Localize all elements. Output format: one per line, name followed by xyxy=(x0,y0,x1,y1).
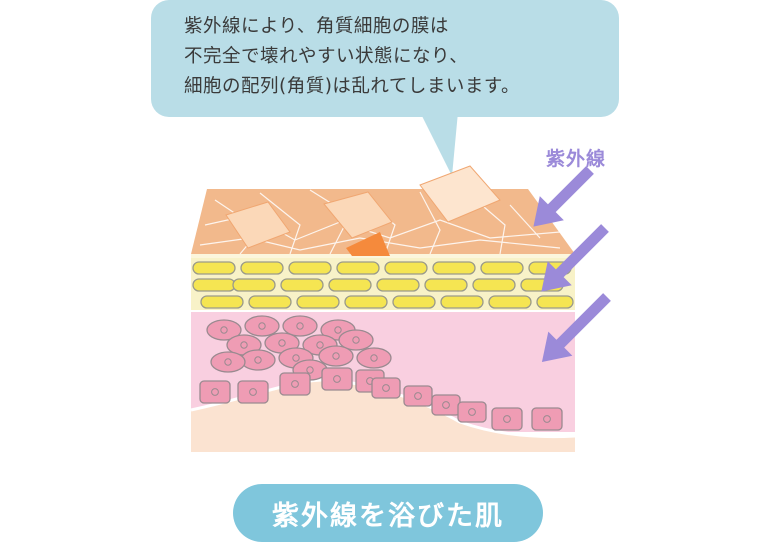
fat-cell xyxy=(344,295,388,309)
fat-cell xyxy=(376,278,420,292)
cell-nucleus xyxy=(543,415,551,423)
fat-cell xyxy=(192,278,236,292)
fat-cell xyxy=(424,278,468,292)
bubble-line-1: 紫外線により、角質細胞の膜は xyxy=(184,16,449,37)
cell-nucleus xyxy=(352,336,360,344)
cell-nucleus xyxy=(382,384,390,392)
cell-nucleus xyxy=(442,401,450,409)
fat-cell xyxy=(288,261,332,275)
bubble-line-3: 細胞の配列(角質)は乱れてしまいます。 xyxy=(184,76,521,97)
cell-nucleus xyxy=(240,341,248,349)
fat-cell xyxy=(488,295,532,309)
cell-nucleus xyxy=(224,358,232,366)
fat-cell xyxy=(536,295,574,309)
uv-arrow-2 xyxy=(541,224,609,292)
cell-nucleus xyxy=(291,380,299,388)
cell-nucleus xyxy=(220,326,228,334)
fat-cell xyxy=(296,295,340,309)
bubble-line-2: 不完全で壊れやすい状態になり、 xyxy=(184,46,469,67)
caption-pill: 紫外線を浴びた肌 xyxy=(233,484,543,542)
cell-nucleus xyxy=(306,366,314,374)
fat-layer xyxy=(191,258,575,310)
fat-cell xyxy=(384,261,428,275)
cell-nucleus xyxy=(316,341,324,349)
cell-nucleus xyxy=(334,326,342,334)
fat-cell xyxy=(200,295,244,309)
uv-arrow-3 xyxy=(541,293,611,363)
bubble-text: 紫外線により、角質細胞の膜は 不完全で壊れやすい状態になり、 細胞の配列(角質)… xyxy=(184,12,520,102)
cell-nucleus xyxy=(296,322,304,330)
fat-cell xyxy=(480,261,524,275)
fat-cell xyxy=(280,278,324,292)
fat-cell xyxy=(392,295,436,309)
fat-cell xyxy=(328,278,372,292)
fat-cell xyxy=(472,278,516,292)
uv-label: 紫外線 xyxy=(546,148,607,170)
cell-nucleus xyxy=(414,392,422,400)
fat-cell xyxy=(336,261,380,275)
fat-cell xyxy=(432,261,476,275)
corneocyte-scales xyxy=(225,165,501,256)
cell-nucleus xyxy=(292,354,300,362)
cell-nucleus xyxy=(254,356,262,364)
uv-arrow-1 xyxy=(533,166,594,227)
cell-nucleus xyxy=(258,322,266,330)
dermis-cells xyxy=(199,315,563,431)
cell-nucleus xyxy=(370,354,378,362)
cell-nucleus xyxy=(249,388,257,396)
cell-nucleus xyxy=(278,339,286,347)
caption-text: 紫外線を浴びた肌 xyxy=(272,500,504,532)
fat-cell xyxy=(232,278,276,292)
fat-cell xyxy=(240,261,284,275)
cell-nucleus xyxy=(503,415,511,423)
fat-cell xyxy=(440,295,484,309)
cell-nucleus xyxy=(468,408,476,416)
cell-nucleus xyxy=(332,352,340,360)
cell-nucleus xyxy=(211,388,219,396)
cell-nucleus xyxy=(333,375,341,383)
fat-cell xyxy=(192,261,236,275)
speech-bubble xyxy=(151,0,619,176)
uv-arrows xyxy=(533,166,611,363)
fat-cell xyxy=(248,295,292,309)
